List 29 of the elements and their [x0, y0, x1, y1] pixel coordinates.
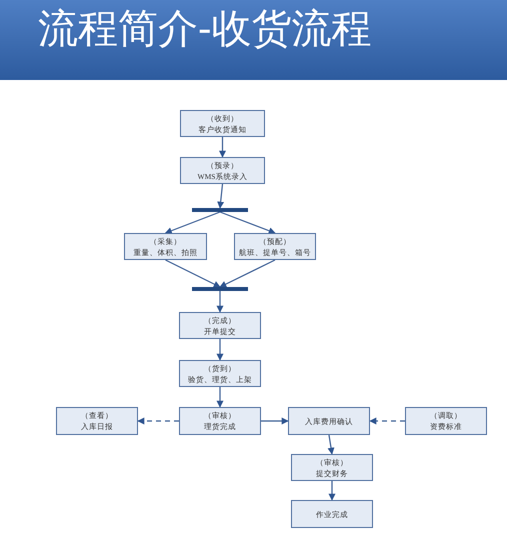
arrow: [216, 339, 224, 361]
process-box: [291, 500, 373, 528]
process-box: [56, 407, 138, 435]
arrow: [216, 387, 224, 408]
arrow: [328, 481, 336, 501]
arrow: [369, 418, 405, 424]
process-box: [124, 233, 207, 260]
arrow: [165, 259, 221, 288]
process-box: [291, 454, 373, 481]
process-box: [180, 157, 265, 184]
process-box: [179, 360, 261, 387]
process-box: [405, 407, 487, 435]
arrow: [261, 418, 289, 424]
arrow: [164, 211, 220, 234]
arrow: [328, 434, 334, 455]
process-box: [288, 407, 370, 435]
arrow: [217, 184, 224, 209]
arrow: [216, 291, 224, 313]
arrow: [220, 211, 276, 234]
process-box: [179, 407, 261, 435]
sync-bar: [192, 208, 248, 212]
arrow: [137, 418, 179, 424]
sync-bar: [192, 287, 248, 291]
arrow: [219, 259, 276, 288]
page-title: 流程简介-收货流程: [38, 5, 372, 54]
process-box: [180, 110, 265, 137]
process-box: [234, 233, 316, 260]
process-box: [179, 312, 261, 339]
arrow: [219, 137, 226, 158]
